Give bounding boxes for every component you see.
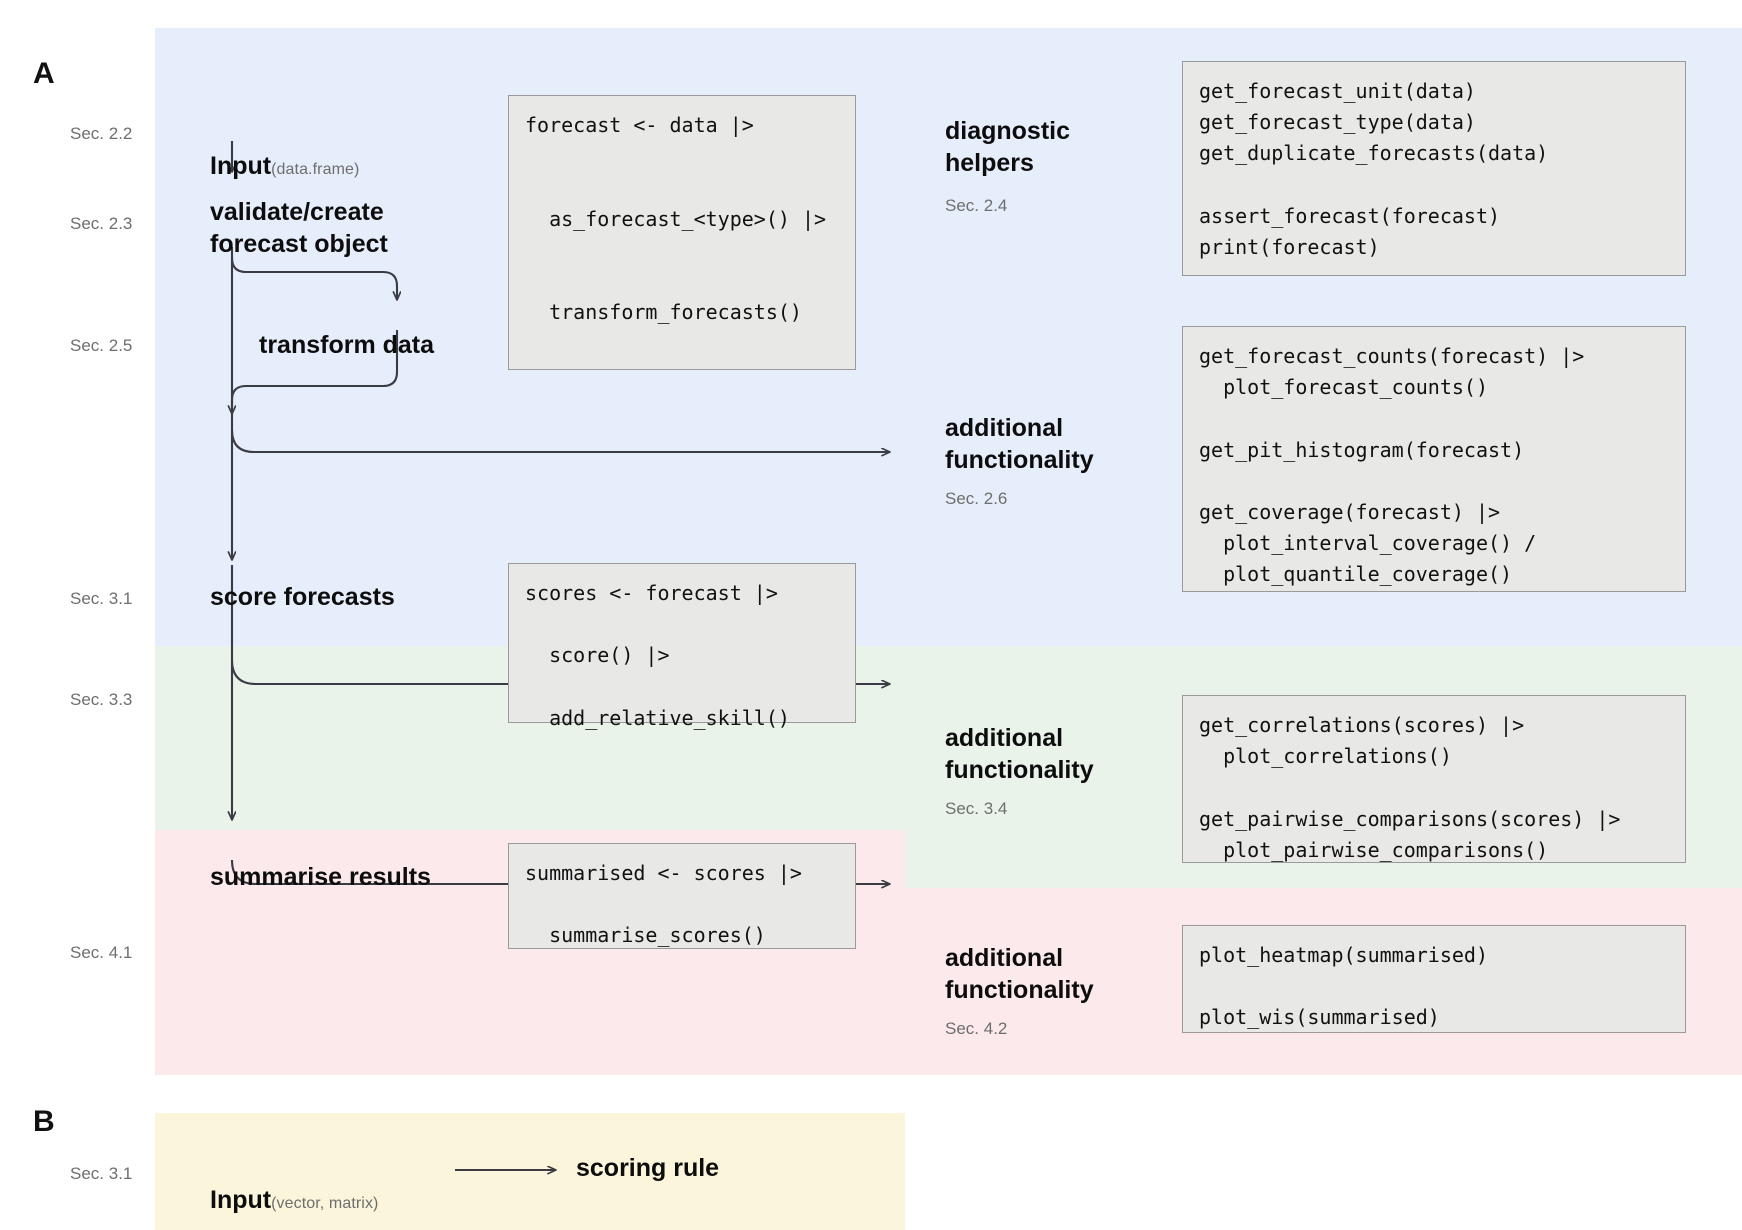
heading-additional-functionality-3-4: additional functionality [945,724,1094,784]
step-input-sublabel: (data.frame) [271,161,360,178]
codebox-summarise-extras: plot_heatmap(summarised) plot_wis(summar… [1182,925,1686,1033]
sec-label-2-6: Sec. 2.6 [945,489,1008,508]
step-summarise-results: summarise results [210,863,431,891]
sec-label-2-3: Sec. 2.3 [70,214,133,233]
heading-additional-functionality-4-2: additional functionality [945,944,1094,1004]
step-scoring-rule: scoring rule [576,1154,720,1182]
step-input-group: Input(data.frame) [210,118,359,182]
sec-label-4-2: Sec. 4.2 [945,1019,1008,1038]
sec-label-2-2: Sec. 2.2 [70,124,133,143]
step-score-forecasts: score forecasts [210,583,395,611]
heading-diagnostic-helpers: diagnostic helpers [945,117,1071,177]
sec-label-3-1: Sec. 3.1 [70,589,133,608]
codebox-score-pipeline: scores <- forecast |> score() |> add_rel… [508,563,856,730]
sec-label-b-3-1: Sec. 3.1 [70,1164,133,1183]
step-input-b-label: Input [210,1186,272,1214]
codebox-forecast-pipeline: forecast <- data |> as_forecast_<type>()… [508,95,856,370]
step-input-b-group: Input(vector, matrix) [210,1152,378,1216]
step-input-b-sublabel: (vector, matrix) [271,1195,379,1212]
band-panel-b-yellow [155,1113,905,1230]
sec-label-2-5: Sec. 2.5 [70,336,133,355]
codebox-score-extras: get_correlations(scores) |> plot_correla… [1182,695,1686,863]
panel-letter-a: A [33,57,55,90]
sec-label-2-4: Sec. 2.4 [945,196,1008,215]
codebox-summarise-pipeline: summarised <- scores |> summarise_scores… [508,843,856,949]
codebox-diagnostic-helpers: get_forecast_unit(data) get_forecast_typ… [1182,61,1686,276]
step-validate-create-forecast-object: validate/create forecast object [210,198,388,258]
step-input-label: Input [210,152,272,180]
sec-label-3-4: Sec. 3.4 [945,799,1008,818]
sec-label-4-1: Sec. 4.1 [70,943,133,962]
step-transform-data: transform data [259,331,435,359]
panel-letter-b: B [33,1105,55,1138]
codebox-forecast-extras: get_forecast_counts(forecast) |> plot_fo… [1182,326,1686,592]
sec-label-3-3: Sec. 3.3 [70,690,133,709]
heading-additional-functionality-2-6: additional functionality [945,414,1094,474]
